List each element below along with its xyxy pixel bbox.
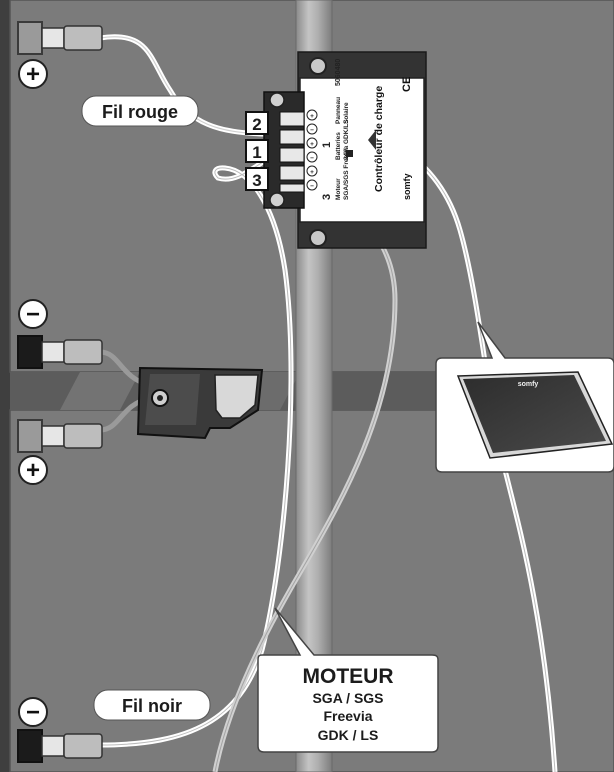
minus-sign: − — [26, 699, 40, 726]
terminal-tag-1: 1 — [245, 139, 269, 163]
battery-gap-shade — [60, 372, 140, 410]
label-motor: Moteur — [335, 178, 342, 200]
label-motor-models: SGA/SGS Freevia GDK/LS — [343, 119, 350, 200]
polarity-mark: + — [310, 141, 314, 148]
controller-brand: somfy — [402, 173, 412, 200]
status-led — [346, 150, 353, 157]
label-batteries: Batteries — [335, 132, 342, 160]
battery-terminal-positive-top — [17, 21, 103, 55]
motor-title: MOTEUR — [303, 665, 394, 688]
polarity-mark: − — [310, 155, 314, 162]
solar-panel-brand: somfy — [518, 381, 539, 388]
polarity-mark: + — [310, 113, 314, 120]
controller-name: Contrôleur de charge — [373, 86, 385, 192]
terminal-number: 2 — [252, 115, 261, 134]
minus-icon: − — [18, 299, 48, 329]
motor-model-3: GDK / LS — [318, 727, 379, 743]
motor-model-1: SGA / SGS — [312, 690, 383, 706]
plus-sign: + — [26, 457, 40, 484]
polarity-mark: + — [310, 169, 314, 176]
label-solar: Solaire — [343, 102, 350, 124]
plus-sign: + — [26, 61, 40, 88]
black-wire-label: Fil noir — [93, 689, 211, 721]
ce-mark: CE — [401, 77, 413, 92]
controller-reference: 5060480 — [335, 59, 342, 86]
minus-sign: − — [26, 301, 40, 328]
terminal-number: 1 — [252, 143, 261, 162]
minus-icon: − — [18, 697, 48, 727]
label-panel: Panneau — [335, 97, 342, 124]
charge-controller: + − + − + − 3 1 Moteur SGA/SGS Freevia G… — [263, 51, 427, 249]
battery-terminal-positive-bottom — [17, 419, 103, 453]
terminal-polarity-marks: + − + − + − — [306, 109, 318, 191]
plus-icon: + — [18, 455, 48, 485]
battery-terminal-negative-bottom — [17, 729, 103, 763]
red-wire — [99, 34, 282, 137]
black-wire-label-text: Fil noir — [122, 696, 182, 716]
terminal-tag-3: 3 — [245, 167, 269, 191]
motor-model-2: Freevia — [323, 708, 372, 724]
row-number-1: 1 — [321, 142, 333, 148]
terminal-number: 3 — [252, 171, 261, 190]
motor-callout: MOTEUR SGA / SGS Freevia GDK / LS — [257, 607, 439, 753]
fuse-holder — [136, 366, 264, 440]
terminal-tag-2: 2 — [245, 111, 269, 135]
solar-panel: somfy — [456, 371, 614, 459]
red-wire-label: Fil rouge — [81, 95, 199, 127]
battery-terminal-negative-top — [17, 335, 103, 369]
red-wire-label-text: Fil rouge — [102, 102, 178, 122]
controller-tab — [368, 130, 376, 150]
polarity-mark: − — [310, 127, 314, 134]
plus-icon: + — [18, 59, 48, 89]
row-number-3: 3 — [321, 194, 333, 200]
solar-panel-callout: somfy — [435, 321, 614, 473]
polarity-mark: − — [310, 183, 314, 190]
